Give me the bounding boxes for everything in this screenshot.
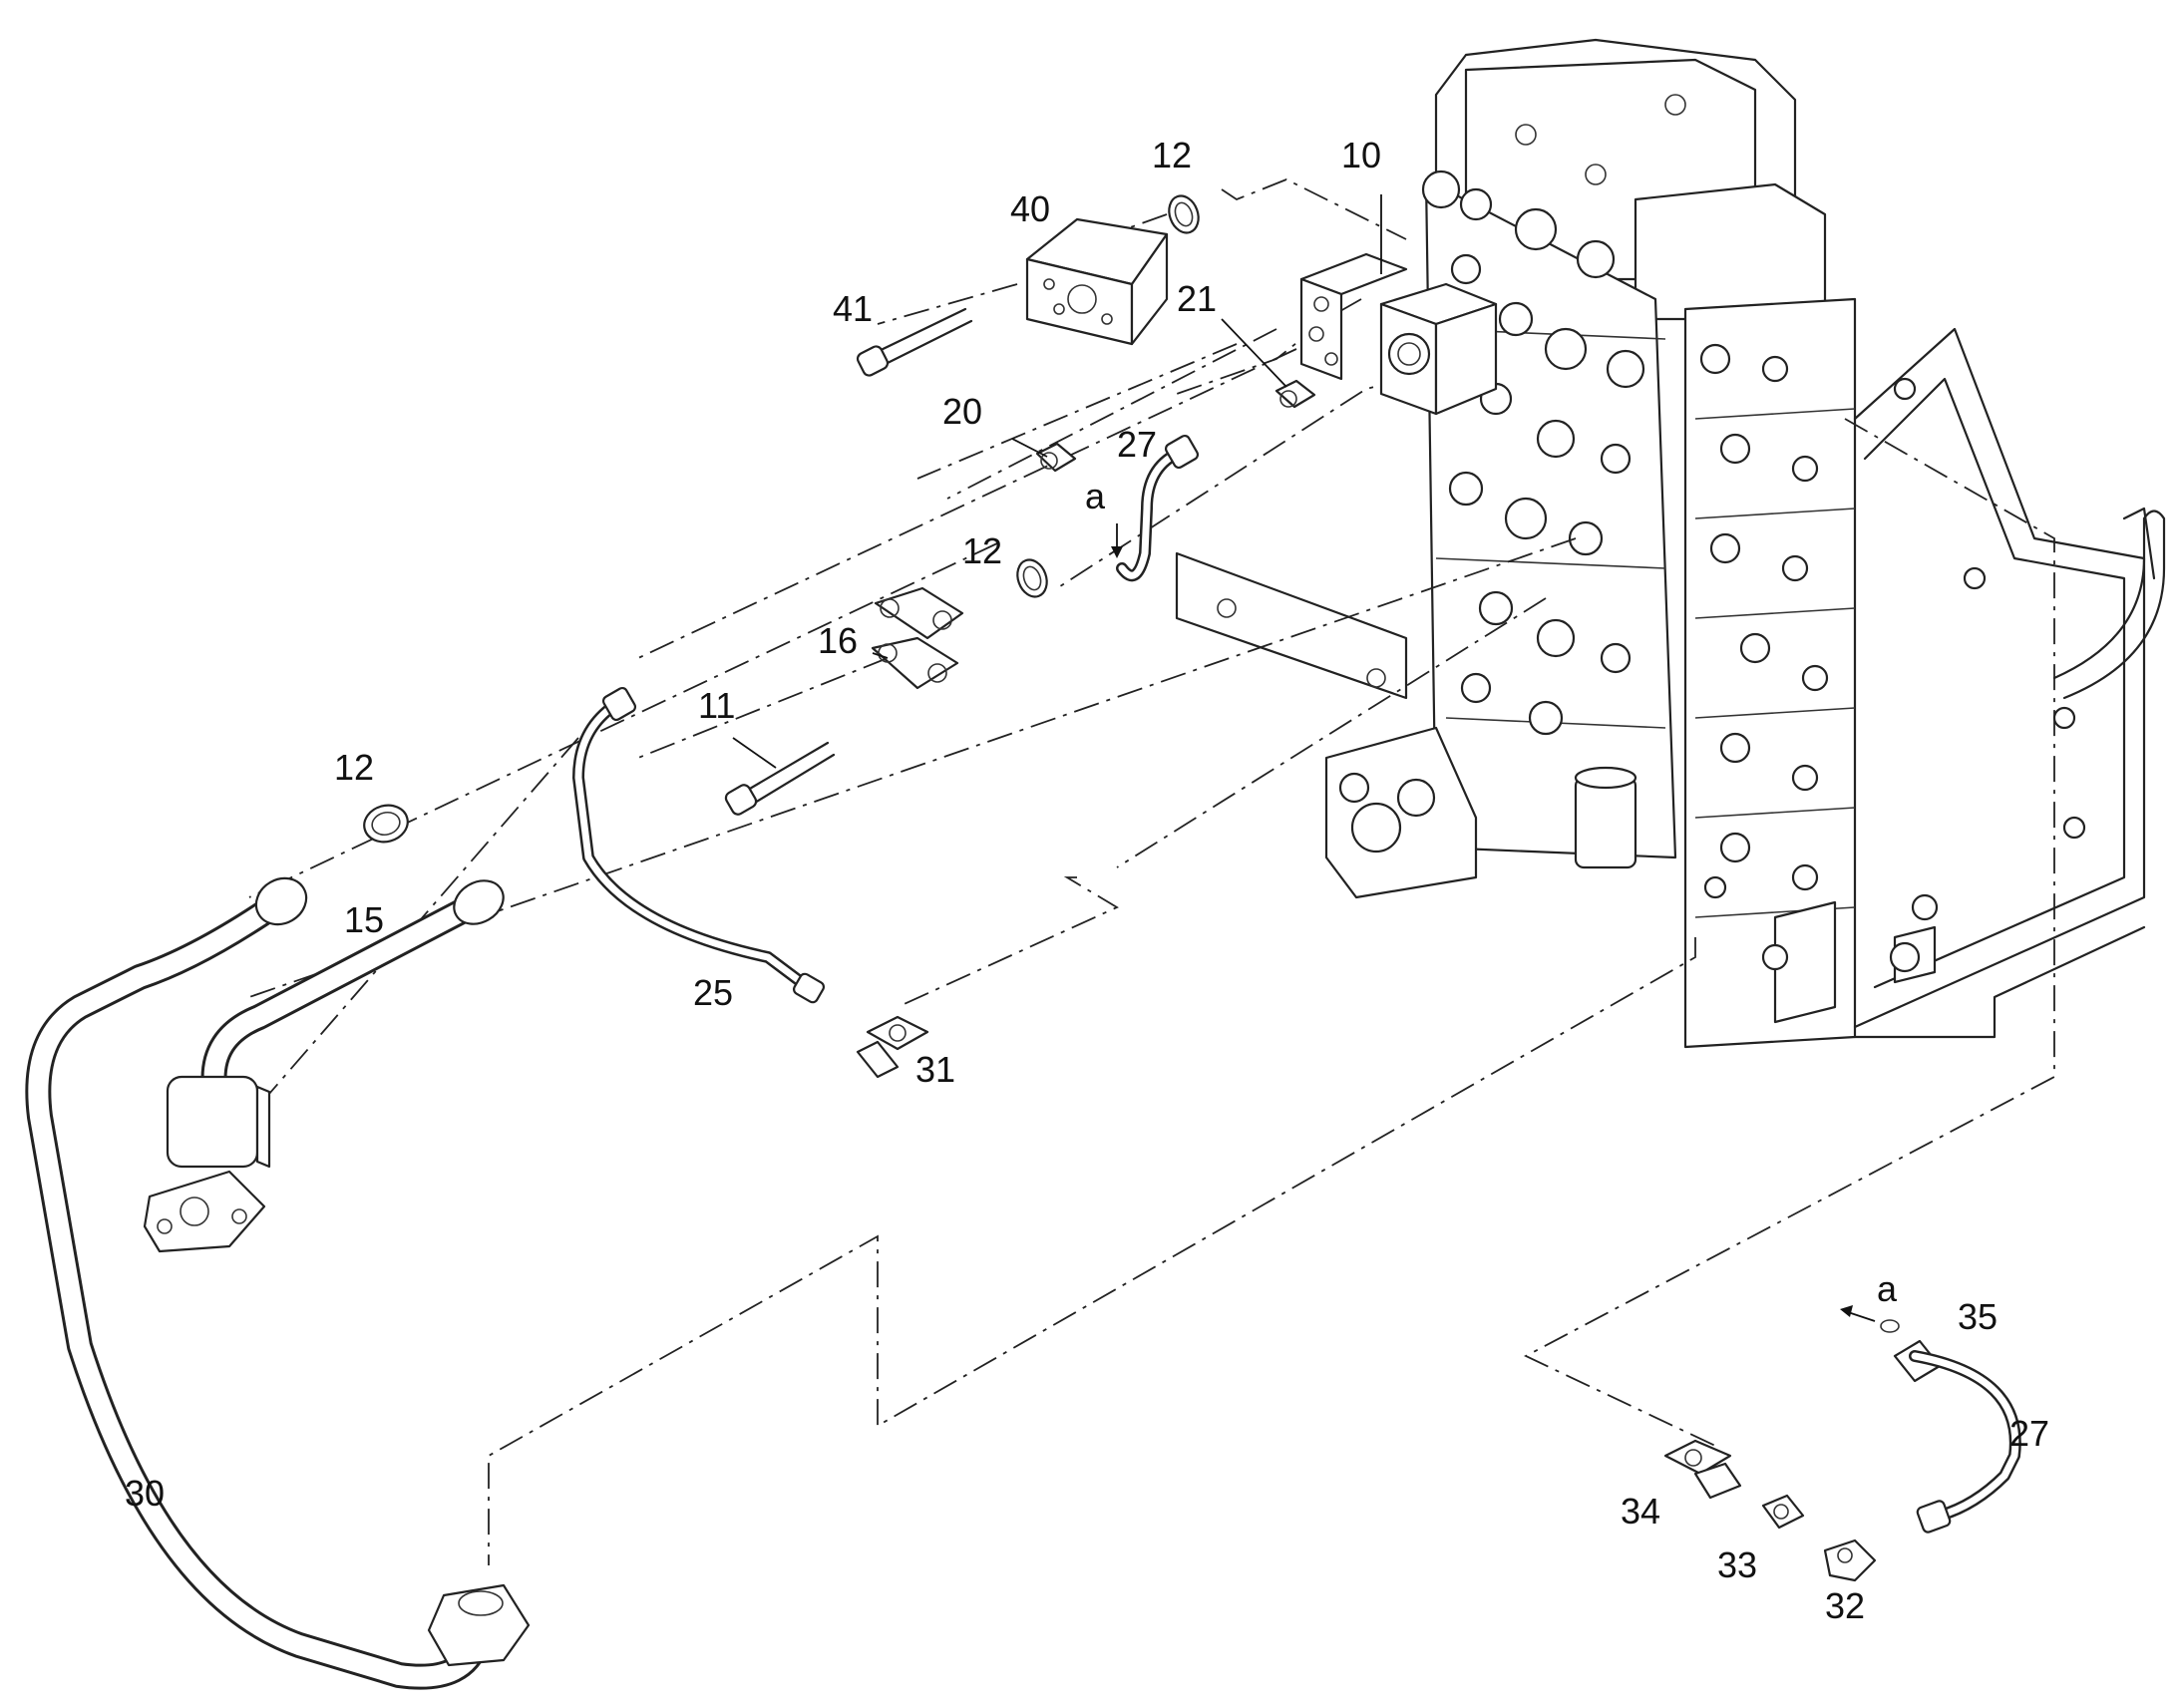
label-30: 30 — [125, 1473, 165, 1514]
label-21: 21 — [1177, 278, 1217, 319]
part-27-pipe-lower — [1909, 1350, 2021, 1534]
part-33-adapter — [1761, 1494, 1805, 1530]
label-27-upper: 27 — [1117, 424, 1157, 465]
label-32: 32 — [1825, 1585, 1865, 1626]
label-12-left: 12 — [334, 747, 374, 788]
label-12-middle: 12 — [962, 530, 1002, 571]
part-12-orings — [363, 194, 1200, 844]
part-40-block — [1025, 217, 1169, 346]
part-27-pipe-upper — [1116, 434, 1200, 582]
label-a-lower: a — [1877, 1268, 1898, 1309]
label-a-upper: a — [1085, 476, 1106, 516]
label-20: 20 — [942, 391, 982, 432]
part-41-bolt — [856, 307, 973, 377]
part-32-elbow — [1823, 1538, 1877, 1582]
label-25: 25 — [693, 972, 733, 1013]
part-31-fitting — [856, 1015, 929, 1079]
label-15: 15 — [344, 899, 384, 940]
valve-fittings — [1421, 170, 2086, 973]
part-15-tube — [143, 879, 505, 1253]
part-25-hose — [572, 686, 826, 1004]
flow-arrow-a-lower — [1840, 1305, 1900, 1333]
label-33: 33 — [1717, 1544, 1757, 1585]
part-10-valve-block — [1299, 252, 1498, 416]
leader-lines — [732, 194, 1382, 769]
part-34-tee — [1663, 1439, 1742, 1500]
part-30-large-hose — [25, 876, 531, 1690]
label-34: 34 — [1621, 1491, 1660, 1532]
part-16-split-flanges — [871, 586, 964, 690]
label-11: 11 — [698, 685, 735, 726]
label-41: 41 — [833, 288, 873, 329]
control-valve-assembly — [1175, 38, 2166, 1049]
label-31: 31 — [915, 1049, 955, 1090]
part-labels: 10 11 12 12 12 15 16 20 21 25 27 27 30 3… — [125, 135, 2049, 1626]
label-16: 16 — [818, 620, 858, 661]
label-12-top: 12 — [1152, 135, 1192, 175]
label-10: 10 — [1341, 135, 1381, 175]
part-11-bolt — [724, 741, 836, 816]
label-40: 40 — [1010, 188, 1050, 229]
part-20-fitting — [1035, 442, 1077, 473]
label-27-lower: 27 — [2009, 1413, 2049, 1454]
part-21-fitting — [1274, 379, 1316, 409]
flow-arrow-a-upper — [1111, 523, 1123, 558]
label-35: 35 — [1958, 1296, 1998, 1337]
